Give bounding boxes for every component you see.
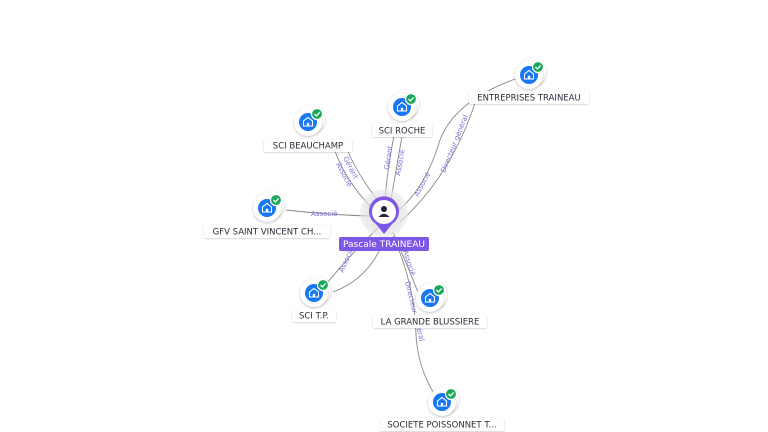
center-person-node[interactable] [360,189,408,237]
svg-text:ENTREPRISES TRAINEAU: ENTREPRISES TRAINEAU [477,94,580,104]
node-label-la-grande-blussiere: LA GRANDE BLUSSIERE [373,315,487,328]
svg-text:SCI BEAUCHAMP: SCI BEAUCHAMP [273,142,343,152]
node-label-sci-beauchamp: SCI BEAUCHAMP [264,139,352,152]
node-label-entreprises-traineau: ENTREPRISES TRAINEAU [469,91,589,104]
node-sci-tp[interactable] [300,276,331,307]
node-sci-roche[interactable] [388,90,419,121]
verified-check-icon [531,60,545,74]
node-label-societe-poissonnet: SOCIETE POISSONNET T... [380,418,504,431]
node-gfv-saint-vincent[interactable] [253,191,284,222]
node-entreprises-traineau[interactable] [515,58,546,89]
node-sci-beauchamp[interactable] [294,105,325,136]
edge-label-role: Associé [394,149,406,176]
edge-gfv[interactable]: Associé [285,209,371,218]
person-icon [378,206,390,217]
svg-text:LA GRANDE BLUSSIERE: LA GRANDE BLUSSIERE [381,318,480,328]
edge-label-role: Directeur général [439,114,469,174]
verified-check-icon [444,387,458,401]
node-label-sci-roche: SCI ROCHE [372,124,432,137]
verified-check-icon [432,283,446,297]
svg-text:SCI T.P.: SCI T.P. [299,312,329,322]
verified-check-icon [404,92,418,106]
verified-check-icon [316,278,330,292]
node-label-gfv-saint-vincent: GFV SAINT VINCENT CH... [204,225,330,238]
nodes: SCI BEAUCHAMP SCI ROCHE [204,58,589,431]
center-person-label: Pascale TRAINEAU [339,237,429,251]
svg-text:SOCIETE POISSONNET T...: SOCIETE POISSONNET T... [387,421,496,431]
node-societe-poissonnet[interactable] [428,385,459,416]
verified-check-icon [269,193,283,207]
edge-label-role: Associé [311,210,337,218]
svg-text:Pascale TRAINEAU: Pascale TRAINEAU [343,240,425,250]
verified-check-icon [310,107,324,121]
svg-text:GFV SAINT VINCENT CH...: GFV SAINT VINCENT CH... [213,228,322,238]
node-la-grande-blussiere[interactable] [416,281,447,312]
edge-label-role: Associé [413,171,432,198]
svg-text:SCI ROCHE: SCI ROCHE [379,127,426,137]
edge-label-role: Gérant [383,145,394,170]
node-label-sci-tp: SCI T.P. [292,309,336,322]
